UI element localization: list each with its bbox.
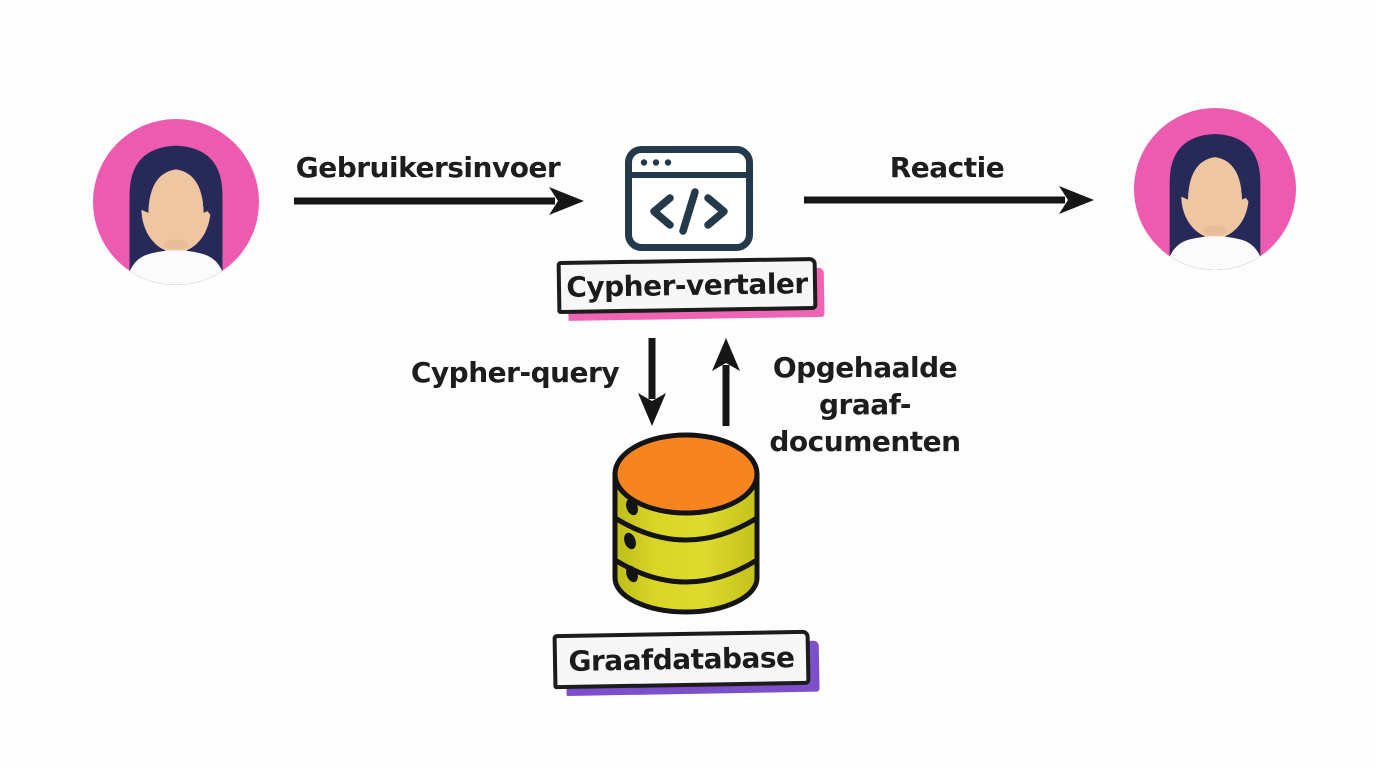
database-node-label: Graafdatabase	[552, 629, 811, 690]
retrieved-docs-line: documenten	[769, 425, 961, 458]
response-label: Reactie	[889, 151, 1005, 184]
database-cylinder-icon	[612, 432, 760, 615]
code-window-icon	[625, 146, 753, 251]
arrow-right-icon	[804, 186, 1094, 214]
retrieved-docs-label: Opgehaalde graaf- documenten	[766, 349, 964, 460]
user-input-label: Gebruikersinvoer	[295, 151, 561, 184]
arrow-up-icon	[712, 338, 740, 426]
cypher-query-label: Cypher-query	[410, 356, 620, 389]
translator-label-text: Cypher-vertaler	[566, 267, 808, 304]
arrow-right-icon	[294, 187, 584, 215]
user-avatar-icon	[92, 118, 260, 286]
retrieved-docs-line: Opgehaalde	[772, 351, 958, 384]
arrow-down-icon	[638, 338, 666, 426]
user-avatar-icon	[1133, 107, 1297, 271]
database-label-text: Graafdatabase	[568, 641, 795, 678]
retrieved-docs-line: graaf-	[819, 388, 911, 421]
translator-node-label: Cypher-vertaler	[556, 256, 818, 315]
